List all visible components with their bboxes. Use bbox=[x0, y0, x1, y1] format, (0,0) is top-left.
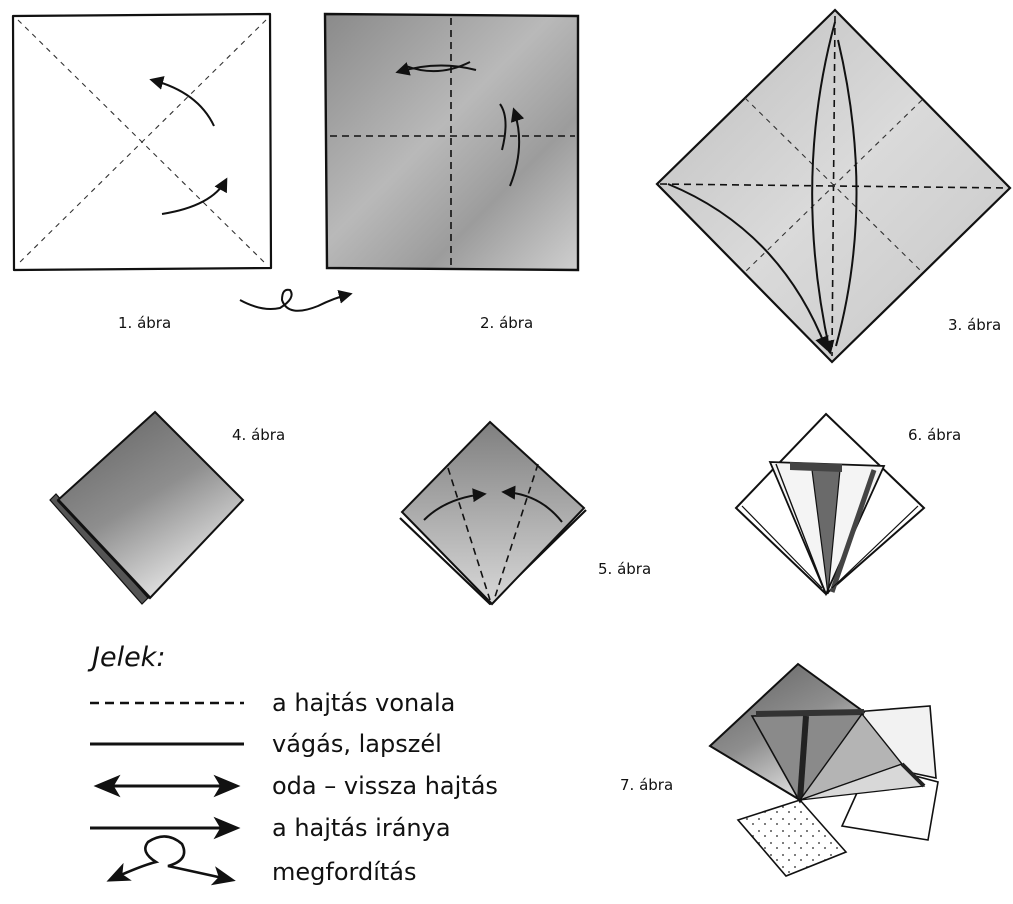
caption-fig2: 2. ábra bbox=[480, 314, 533, 332]
turn-over-icon bbox=[240, 290, 350, 311]
caption-fig7: 7. ábra bbox=[620, 776, 673, 794]
legend-label-back-forth: oda – vissza hajtás bbox=[272, 772, 498, 800]
figure-4: 4. ábra bbox=[50, 412, 285, 604]
figure-2: 2. ábra bbox=[325, 14, 578, 332]
caption-fig5: 5. ábra bbox=[598, 560, 651, 578]
caption-fig4: 4. ábra bbox=[232, 426, 285, 444]
legend-label-turn-over: megfordítás bbox=[272, 858, 416, 886]
caption-fig6: 6. ábra bbox=[908, 426, 961, 444]
legend-label-cut-line: vágás, lapszél bbox=[272, 730, 442, 758]
figure-7: 7. ábra bbox=[620, 664, 938, 876]
turn-over-loop-symbol bbox=[110, 836, 232, 880]
legend-label-direction: a hajtás iránya bbox=[272, 814, 451, 842]
caption-fig3: 3. ábra bbox=[948, 316, 1001, 334]
figure-5: 5. ábra bbox=[400, 422, 651, 604]
figure-3: 3. ábra bbox=[657, 10, 1010, 362]
legend-label-fold-line: a hajtás vonala bbox=[272, 689, 455, 717]
caption-fig1: 1. ábra bbox=[118, 314, 171, 332]
legend: Jelek: a hajtás vonala vágás, lapszél od… bbox=[87, 642, 498, 886]
figure-1: 1. ábra bbox=[13, 14, 350, 332]
legend-title: Jelek: bbox=[87, 642, 165, 673]
figure-6: 6. ábra bbox=[736, 414, 961, 594]
